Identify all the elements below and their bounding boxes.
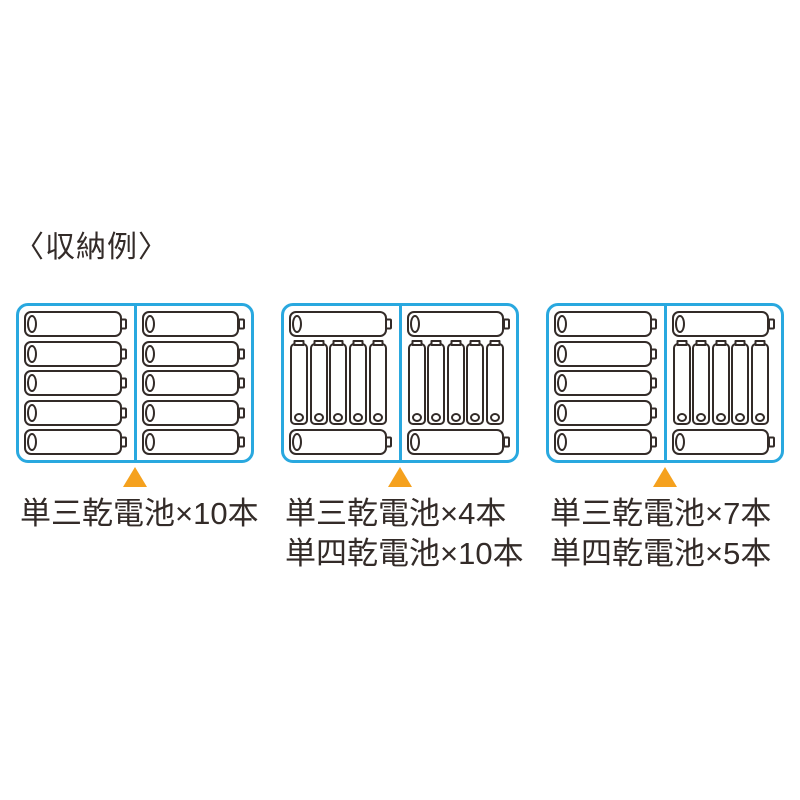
case-label-line: 単四乾電池×10本 [285, 536, 524, 571]
aa-battery [671, 429, 769, 455]
storage-option-3: 単三乾電池×7本 単四乾電池×5本 [546, 303, 784, 574]
aa-battery [554, 311, 652, 337]
case-1-right-compartment [137, 306, 252, 460]
aa-battery [24, 370, 122, 396]
aa-battery [554, 399, 652, 426]
aa-battery [554, 340, 652, 367]
aaa-battery [368, 343, 387, 425]
case-3-label: 単三乾電池×7本 単四乾電池×5本 [546, 494, 784, 574]
case-1-left-compartment [19, 306, 134, 460]
aa-battery [141, 399, 239, 426]
case-2-label: 単三乾電池×4本 単四乾電池×10本 [281, 494, 524, 574]
aa-battery [554, 370, 652, 396]
aa-battery [141, 370, 239, 396]
aaa-battery-row [407, 343, 504, 425]
aaa-battery [348, 343, 367, 425]
page-title: 〈収納例〉 [14, 231, 169, 264]
aaa-battery-row [672, 343, 769, 425]
aaa-battery [446, 343, 465, 425]
case-label-line: 単三乾電池×7本 [550, 496, 772, 531]
case-2-right-compartment [402, 306, 517, 460]
aa-battery [141, 340, 239, 367]
battery-case-1 [16, 303, 254, 463]
aaa-battery [731, 343, 750, 425]
aa-battery [141, 311, 239, 337]
aa-battery [24, 340, 122, 367]
aa-battery [289, 311, 387, 337]
aaa-battery [486, 343, 504, 425]
pointer-arrow-icon [653, 467, 677, 487]
aaa-battery [427, 343, 446, 425]
aaa-battery-row [290, 343, 387, 425]
aaa-battery [692, 343, 711, 425]
aaa-battery [407, 343, 426, 425]
case-label-line: 単三乾電池×10本 [20, 496, 259, 531]
pointer-arrow-icon [123, 467, 147, 487]
aaa-battery [711, 343, 730, 425]
battery-case-3 [546, 303, 784, 463]
case-3-right-compartment [667, 306, 782, 460]
case-divider [133, 306, 137, 460]
case-2-left-compartment [284, 306, 399, 460]
aa-battery [289, 429, 387, 455]
aaa-battery [466, 343, 485, 425]
aa-battery [141, 429, 239, 455]
case-1-label: 単三乾電池×10本 [16, 494, 259, 534]
aa-battery [554, 429, 652, 455]
case-label-line: 単三乾電池×4本 [285, 496, 507, 531]
aaa-battery [672, 343, 691, 425]
battery-case-2 [281, 303, 519, 463]
aa-battery [406, 311, 504, 337]
aaa-battery [751, 343, 769, 425]
aa-battery [671, 311, 769, 337]
aaa-battery [290, 343, 308, 425]
storage-option-1: 単三乾電池×10本 [16, 303, 259, 534]
storage-option-2: 単三乾電池×4本 単四乾電池×10本 [281, 303, 524, 574]
aa-battery [406, 429, 504, 455]
case-divider [663, 306, 667, 460]
case-label-line: 単四乾電池×5本 [550, 536, 772, 571]
aa-battery [24, 429, 122, 455]
aaa-battery [309, 343, 328, 425]
case-divider [398, 306, 402, 460]
aa-battery [24, 311, 122, 337]
pointer-arrow-icon [388, 467, 412, 487]
aaa-battery [329, 343, 348, 425]
case-3-left-compartment [549, 306, 664, 460]
aa-battery [24, 399, 122, 426]
